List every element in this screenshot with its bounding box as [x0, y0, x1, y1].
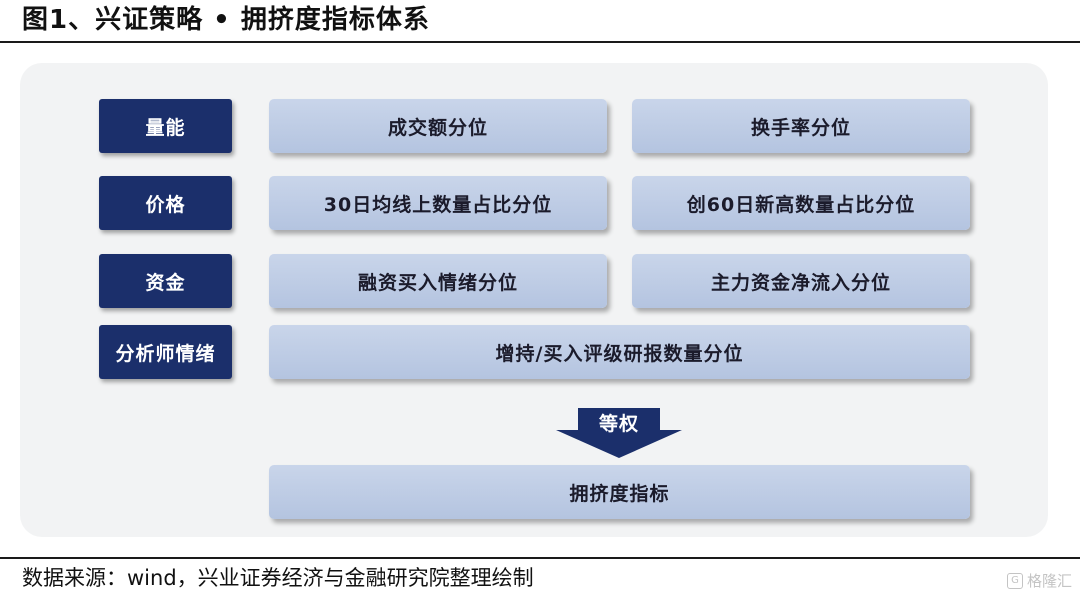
- metric-turnover-value-percentile: 成交额分位: [269, 99, 607, 153]
- down-arrow-icon: [556, 408, 682, 458]
- title-divider: [0, 41, 1080, 43]
- metric-60d-high-percentile: 创60日新高数量占比分位: [632, 176, 970, 230]
- result-crowding-indicator: 拥挤度指标: [269, 465, 970, 519]
- watermark-logo-icon: G: [1006, 573, 1023, 589]
- metric-above-30d-ma-percentile: 30日均线上数量占比分位: [269, 176, 607, 230]
- category-price: 价格: [99, 176, 232, 230]
- figure-title: 图1、兴证策略 • 拥挤度指标体系: [22, 5, 430, 35]
- watermark: G 格隆汇: [1006, 570, 1072, 592]
- footer-divider: [0, 557, 1080, 559]
- watermark-text: 格隆汇: [1026, 572, 1072, 590]
- category-volume: 量能: [99, 99, 232, 153]
- category-capital: 资金: [99, 254, 232, 308]
- metric-turnover-rate-percentile: 换手率分位: [632, 99, 970, 153]
- equal-weight-label: 等权: [598, 413, 639, 435]
- metric-margin-buying-percentile: 融资买入情绪分位: [269, 254, 607, 308]
- category-analyst-sentiment: 分析师情绪: [99, 325, 232, 379]
- data-source: 数据来源：wind，兴业证券经济与金融研究院整理绘制: [22, 566, 534, 590]
- metric-main-net-inflow-percentile: 主力资金净流入分位: [632, 254, 970, 308]
- metric-upgrade-report-count-percentile: 增持/买入评级研报数量分位: [269, 325, 970, 379]
